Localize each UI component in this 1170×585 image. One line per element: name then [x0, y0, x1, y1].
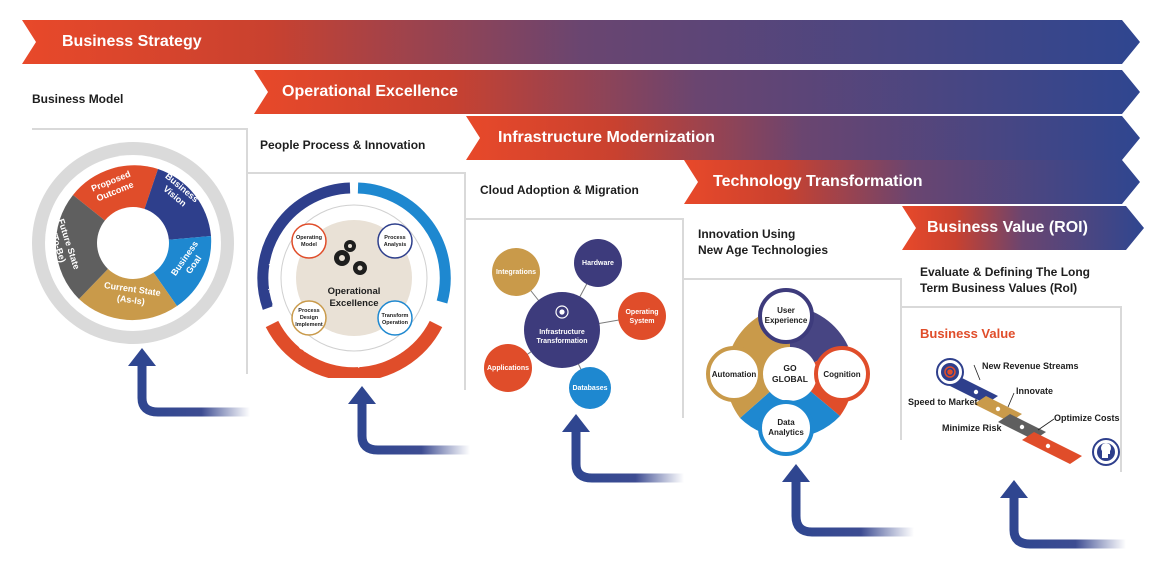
up-arrow-icon	[348, 386, 470, 455]
node-label: Automation	[712, 370, 757, 379]
segment-label: (As-Is)	[116, 293, 145, 307]
up-arrow-icon	[782, 464, 914, 537]
business-model-wheel: ProposedOutcome BusinessVision BusinessG…	[32, 142, 234, 344]
banner-label: Business Value (ROI)	[927, 219, 1088, 236]
node-label: Process	[298, 308, 319, 314]
title-line: Evaluate & Defining The Long	[920, 265, 1091, 279]
stage-title-cloud-adoption: Cloud Adoption & Migration	[480, 183, 639, 197]
banner-label: Operational Excellence	[282, 83, 459, 100]
node-label: Operating	[296, 235, 322, 241]
node-label: Transform	[382, 313, 409, 319]
title-line: Innovation Using	[698, 227, 796, 241]
up-arrow-icon	[1000, 480, 1126, 549]
node-label: Model	[301, 242, 317, 248]
stage-title-business-model: Business Model	[32, 92, 124, 106]
title-line: New Age Technologies	[698, 243, 829, 257]
operational-excellence-diagram: Continues Improvement Process Management…	[257, 182, 451, 378]
node-label: Operation	[382, 320, 409, 326]
oe-center-line1: Operational	[328, 286, 381, 297]
bv-label-speed-to-market: Speed to Market	[908, 397, 978, 407]
banner-label: Infrastructure Modernization	[498, 129, 715, 146]
node-label: Implement	[295, 322, 323, 328]
node-label: Hardware	[582, 260, 614, 267]
banner-operational-excellence: Operational Excellence	[254, 70, 1140, 114]
network-icon	[555, 305, 569, 319]
node-label: User	[777, 306, 795, 315]
segment-current-state	[79, 243, 177, 321]
segment-future-state	[55, 195, 133, 299]
node-label: System	[630, 318, 655, 325]
bv-label-optimize-costs: Optimize Costs	[1054, 413, 1120, 423]
node-label: Integrations	[496, 269, 536, 276]
node-label: Analytics	[768, 428, 804, 437]
panel-business-value	[902, 306, 1122, 472]
banner-technology-transformation: Technology Transformation	[684, 160, 1140, 204]
node-label: Cognition	[823, 370, 860, 379]
node-label: Data	[777, 418, 795, 427]
bv-label-new-revenue: New Revenue Streams	[982, 361, 1079, 371]
cloud-center-line1: Infrastructure	[539, 329, 585, 336]
business-value-title: Business Value	[920, 326, 1016, 341]
banner-business-value-roi: Business Value (ROI)	[902, 206, 1144, 250]
node-label: Databases	[572, 385, 607, 392]
target-icon	[944, 366, 956, 378]
innovation-diagram: GO GLOBAL User Experience Cognition Data…	[706, 288, 870, 456]
stage-title-innovation: Innovation Using New Age Technologies	[698, 226, 828, 258]
innovation-center-line1: GO	[783, 363, 797, 373]
banner-infrastructure-modernization: Infrastructure Modernization	[466, 116, 1140, 160]
cloud-adoption-diagram: Infrastructure Transformation Integratio…	[484, 239, 666, 409]
banner-label: Business Strategy	[62, 33, 202, 50]
cloud-center-line2: Transformation	[537, 338, 588, 345]
node-label: Design	[300, 315, 319, 321]
bv-label-minimize-risk: Minimize Risk	[942, 423, 1002, 433]
banner-business-strategy: Business Strategy	[22, 20, 1140, 64]
node-label: Analysis	[384, 242, 407, 248]
up-arrow-icon	[128, 348, 250, 417]
stage-title-business-values: Evaluate & Defining The Long Term Busine…	[920, 264, 1090, 296]
head-gear-icon	[1101, 443, 1111, 458]
gear-icon	[334, 240, 367, 275]
banner-label: Technology Transformation	[713, 173, 923, 190]
oe-center-line2: Excellence	[329, 298, 378, 309]
node-label: Applications	[487, 365, 529, 372]
innovation-center-line2: GLOBAL	[772, 374, 808, 384]
bv-label-innovate: Innovate	[1016, 386, 1054, 396]
title-line: Term Business Values (RoI)	[920, 281, 1078, 295]
up-arrow-icon	[562, 414, 684, 483]
business-value-diagram	[936, 358, 1120, 466]
node-label: Operating	[625, 309, 658, 316]
stage-title-people-process: People Process & Innovation	[260, 138, 426, 152]
node-label: Experience	[765, 316, 808, 325]
node-label: Process	[384, 235, 405, 241]
